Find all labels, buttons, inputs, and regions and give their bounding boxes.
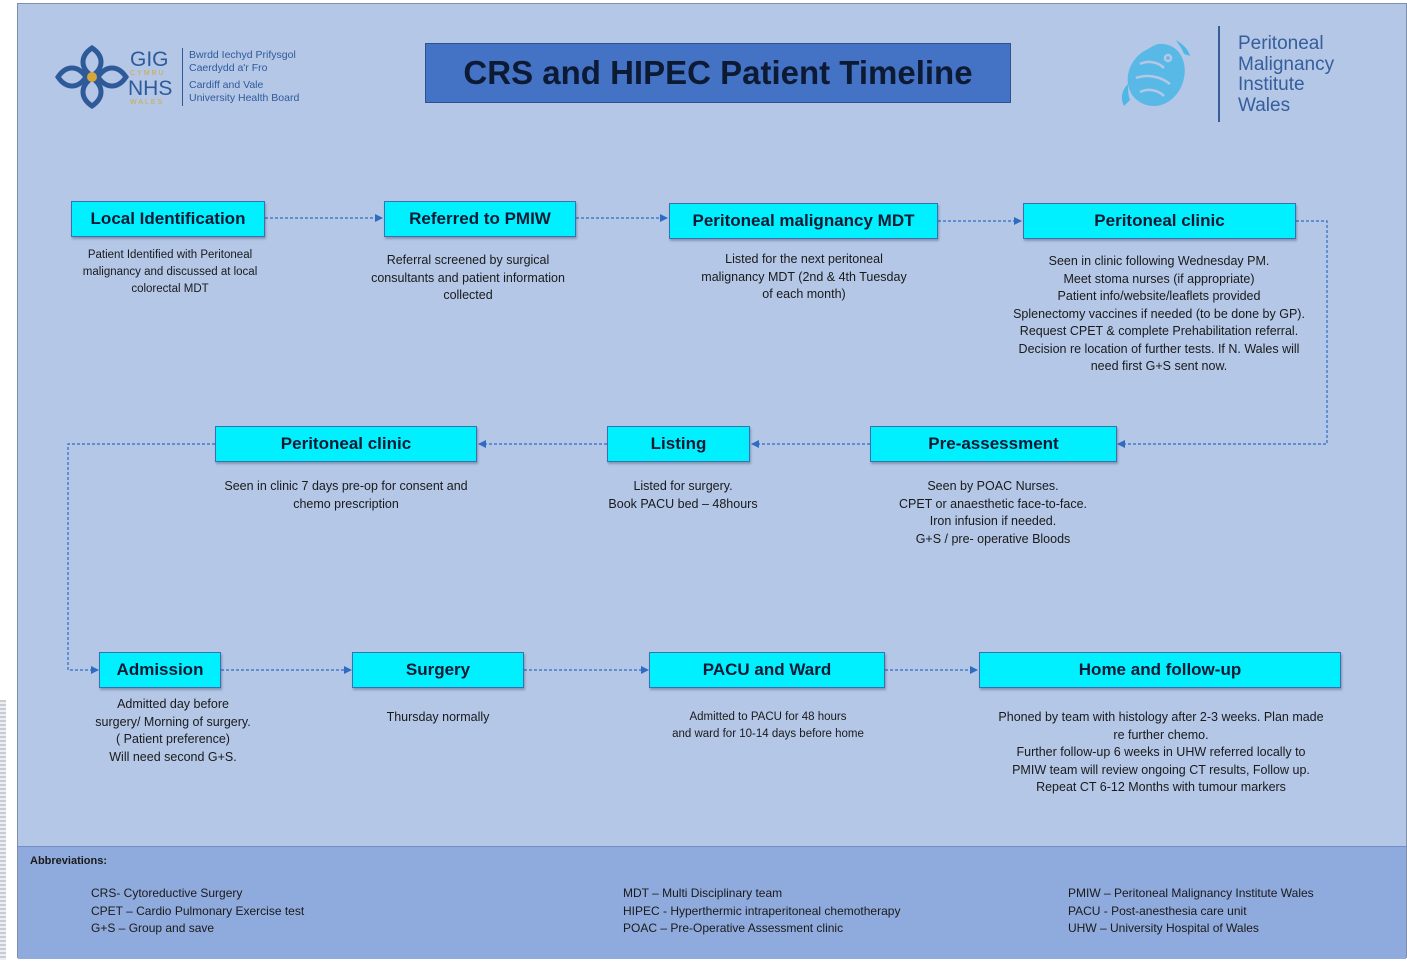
arrow-7-8 — [67, 443, 215, 674]
step-listing: Listing — [607, 426, 750, 462]
desc-line: Iron infusion if needed. — [929, 514, 1057, 528]
abbreviation-item: CPET – Cardio Pulmonary Exercise test — [91, 903, 305, 918]
step-referred-to-pmiw: Referred to PMIW — [384, 201, 576, 237]
desc-peritoneal-clinic: Seen in clinic following Wednesday PM. M… — [998, 253, 1320, 376]
desc-line: Will need second G+S. — [109, 749, 237, 764]
flow-connectors — [67, 214, 1328, 674]
abbreviation-item: UHW – University Hospital of Wales — [1068, 921, 1259, 935]
desc-line: PMIW team will review ongoing CT results… — [1012, 762, 1310, 777]
cardiff-vale-uhb-logo: GIG CYMRU NHS WALES Bwrdd Iechyd Prifysg… — [54, 42, 354, 112]
desc-line: Phoned by team with histology after 2-3 … — [998, 710, 1324, 724]
desc-line: collected — [443, 288, 493, 302]
step-home-and-follow-up: Home and follow-up — [979, 652, 1341, 688]
celtic-knot-icon — [54, 44, 130, 110]
step-peritoneal-malignancy-mdt: Peritoneal malignancy MDT — [669, 203, 938, 239]
abbreviation-item: G+S – Group and save — [91, 921, 215, 935]
desc-home-and-follow-up: Phoned by team with histology after 2-3 … — [978, 709, 1344, 797]
pmiw-line: Malignancy — [1238, 53, 1335, 75]
desc-line: consultants and patient information — [371, 270, 565, 285]
slide-canvas: GIG CYMRU NHS WALES Bwrdd Iechyd Prifysg… — [17, 3, 1407, 959]
abbreviations-column: MDT – Multi Disciplinary team HIPEC - Hy… — [623, 885, 900, 938]
desc-peritoneal-malignancy-mdt: Listed for the next peritoneal malignanc… — [679, 251, 929, 304]
step-pacu-and-ward: PACU and Ward — [649, 652, 885, 688]
desc-line: Thursday normally — [386, 710, 490, 724]
logo-divider — [182, 48, 183, 106]
desc-line: Seen by POAC Nurses. — [927, 479, 1059, 493]
desc-line: Admitted to PACU for 48 hours — [689, 711, 847, 723]
desc-line: ( Patient preference) — [116, 732, 230, 746]
abbreviations-title: Abbreviations: — [30, 855, 108, 867]
desc-line: Listed for surgery. — [633, 479, 733, 493]
abbreviations-column: PMIW – Peritoneal Malignancy Institute W… — [1068, 885, 1314, 938]
desc-line: malignancy and discussed at local — [82, 266, 258, 278]
desc-peritoneal-clinic-preop: Seen in clinic 7 days pre-op for consent… — [196, 478, 496, 513]
abbreviation-item: MDT – Multi Disciplinary team — [623, 886, 783, 900]
desc-line: Referral screened by surgical — [386, 253, 550, 267]
desc-line: Admitted day before — [117, 697, 229, 711]
desc-listing: Listed for surgery. Book PACU bed – 48ho… — [578, 478, 788, 513]
page-edge-shadow — [0, 700, 6, 960]
desc-line: need first G+S sent now. — [1090, 359, 1228, 373]
desc-admission: Admitted day before surgery/ Morning of … — [78, 696, 268, 766]
desc-pacu-and-ward: Admitted to PACU for 48 hours and ward f… — [643, 709, 893, 743]
desc-line: Patient Identified with Peritoneal — [87, 249, 253, 261]
desc-line: G+S / pre- operative Bloods — [915, 531, 1071, 546]
desc-line: Meet stoma nurses (if appropriate) — [1063, 271, 1255, 286]
cymru-label: CYMRU — [130, 70, 166, 77]
step-local-identification: Local Identification — [71, 201, 265, 237]
desc-surgery: Thursday normally — [348, 709, 528, 727]
gig-label: GIG — [130, 48, 169, 71]
desc-line: CPET or anaesthetic face-to-face. — [898, 496, 1088, 511]
step-admission: Admission — [99, 652, 221, 688]
abbreviation-item: POAC – Pre-Operative Assessment clinic — [623, 921, 844, 935]
desc-line: Splenectomy vaccines if needed (to be do… — [1013, 306, 1305, 321]
logo-line-4: University Health Board — [189, 92, 300, 104]
desc-line: Repeat CT 6-12 Months with tumour marker… — [1036, 780, 1286, 794]
logo-line-1: Bwrdd Iechyd Prifysgol — [189, 49, 296, 61]
desc-referred-to-pmiw: Referral screened by surgical consultant… — [343, 252, 593, 305]
pmiw-divider — [1218, 26, 1220, 122]
abbreviations-column: CRS- Cytoreductive Surgery CPET – Cardio… — [91, 885, 304, 938]
pmiw-line: Institute — [1238, 74, 1305, 95]
desc-line: Patient info/website/leaflets provided — [1057, 289, 1261, 303]
desc-local-identification: Patient Identified with Peritoneal malig… — [48, 247, 292, 298]
pmiw-logo-text: Peritoneal Malignancy Institute Wales — [1238, 33, 1335, 116]
desc-line: Decision re location of further tests. I… — [1018, 341, 1300, 356]
nhs-label: NHS — [128, 77, 173, 100]
desc-line: re further chemo. — [1113, 727, 1209, 742]
step-surgery: Surgery — [352, 652, 524, 688]
pmiw-line: Peritoneal — [1238, 33, 1324, 54]
abbreviation-item: PMIW – Peritoneal Malignancy Institute W… — [1068, 886, 1314, 900]
desc-line: surgery/ Morning of surgery. — [95, 714, 251, 729]
desc-line: Further follow-up 6 weeks in UHW referre… — [1016, 745, 1306, 759]
step-pre-assessment: Pre-assessment — [870, 426, 1117, 462]
step-peritoneal-clinic: Peritoneal clinic — [1023, 203, 1296, 239]
desc-line: colorectal MDT — [131, 283, 209, 295]
desc-line: Book PACU bed – 48hours — [608, 496, 758, 511]
pmiw-line: Wales — [1238, 94, 1291, 116]
desc-line: malignancy MDT (2nd & 4th Tuesday — [701, 269, 907, 284]
abbreviation-item: PACU - Post-anesthesia care unit — [1068, 903, 1247, 918]
step-peritoneal-clinic-preop: Peritoneal clinic — [215, 426, 477, 462]
wales-label: WALES — [130, 99, 165, 106]
desc-line: Seen in clinic 7 days pre-op for consent… — [224, 479, 468, 493]
desc-line: Request CPET & complete Prehabilitation … — [1019, 324, 1299, 338]
desc-line: Listed for the next peritoneal — [725, 252, 883, 266]
desc-line: of each month) — [762, 287, 846, 301]
desc-pre-assessment: Seen by POAC Nurses. CPET or anaesthetic… — [868, 478, 1118, 548]
logo-line-3: Cardiff and Vale — [189, 79, 264, 91]
arrow-4-5 — [1117, 220, 1328, 448]
abbreviation-item: HIPEC - Hyperthermic intraperitoneal che… — [623, 903, 901, 918]
desc-line: chemo prescription — [293, 496, 399, 511]
pmiw-dragon-icon — [1121, 40, 1190, 106]
desc-line: Seen in clinic following Wednesday PM. — [1048, 254, 1270, 268]
abbreviation-item: CRS- Cytoreductive Surgery — [91, 886, 243, 900]
abbreviations-panel: Abbreviations: CRS- Cytoreductive Surger… — [18, 846, 1406, 959]
desc-line: and ward for 10-14 days before home — [672, 728, 864, 740]
page-title: CRS and HIPEC Patient Timeline — [425, 43, 1011, 103]
logo-line-2: Caerdydd a'r Fro — [189, 62, 268, 74]
